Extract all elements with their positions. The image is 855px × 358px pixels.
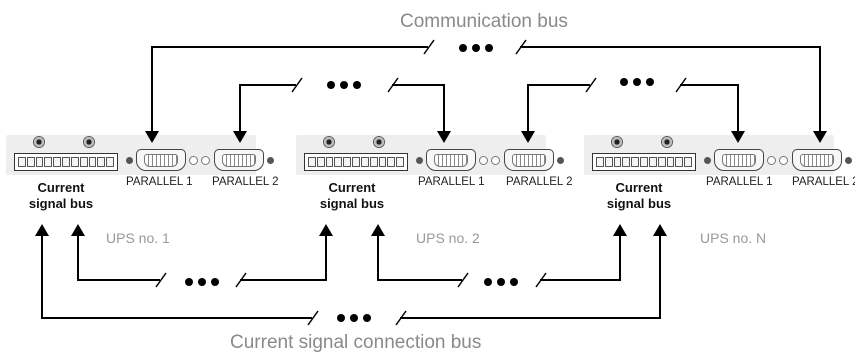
indicator-dot-icon xyxy=(416,157,423,164)
connector-knob-icon xyxy=(33,136,45,148)
parallel-1-port-icon xyxy=(714,149,764,171)
break-slash-icon xyxy=(457,272,469,288)
communication-bus-title: Communication bus xyxy=(400,11,568,32)
ellipsis-icon xyxy=(337,314,371,322)
ups-name-label: UPS no. 1 xyxy=(106,230,170,246)
parallel-2-label: PARALLEL 2 xyxy=(792,176,855,188)
break-slash-icon xyxy=(423,39,435,55)
arrowhead-up-icon xyxy=(653,224,667,236)
ellipsis-icon xyxy=(459,44,493,52)
connector-knob-icon xyxy=(323,136,335,148)
current-signal-connection-line xyxy=(41,233,312,319)
arrowhead-up-icon xyxy=(371,224,385,236)
break-slash-icon xyxy=(675,77,687,93)
ellipsis-icon xyxy=(620,78,654,86)
current-signal-connection-line xyxy=(400,233,661,319)
break-slash-icon xyxy=(291,77,303,93)
current-signal-link-line xyxy=(77,233,160,281)
ellipsis-icon xyxy=(484,278,518,286)
communication-bus-line xyxy=(151,46,428,135)
parallel-1-label: PARALLEL 1 xyxy=(418,176,485,188)
parallel-1-port-icon xyxy=(136,149,186,171)
arrowhead-up-icon xyxy=(35,224,49,236)
current-signal-link-line xyxy=(540,233,621,281)
connector-knob-icon xyxy=(373,136,385,148)
screw-ring-icon xyxy=(189,156,198,165)
terminal-block-icon xyxy=(14,153,118,171)
parallel-1-label: PARALLEL 1 xyxy=(706,176,773,188)
parallel-2-label: PARALLEL 2 xyxy=(212,176,279,188)
screw-ring-icon xyxy=(767,156,776,165)
communication-bus-line xyxy=(520,46,821,135)
indicator-dot-icon xyxy=(126,157,133,164)
current-signal-link-line xyxy=(377,233,462,281)
terminal-block-icon xyxy=(592,153,696,171)
break-slash-icon xyxy=(387,77,399,93)
arrowhead-down-icon xyxy=(521,131,535,143)
connector-knob-icon xyxy=(83,136,95,148)
indicator-dot-icon xyxy=(557,157,564,164)
ellipsis-icon xyxy=(327,81,361,89)
parallel-link-line xyxy=(239,84,296,135)
arrowhead-down-icon xyxy=(731,131,745,143)
break-slash-icon xyxy=(155,272,167,288)
ellipsis-icon xyxy=(185,278,219,286)
ups-name-label: UPS no. 2 xyxy=(416,230,480,246)
terminal-block-icon xyxy=(304,153,408,171)
parallel-1-label: PARALLEL 1 xyxy=(126,176,193,188)
arrowhead-up-icon xyxy=(613,224,627,236)
arrowhead-down-icon xyxy=(813,131,827,143)
parallel-link-line xyxy=(392,84,445,135)
connector-knob-icon xyxy=(611,136,623,148)
connector-knob-icon xyxy=(661,136,673,148)
break-slash-icon xyxy=(585,77,597,93)
break-slash-icon xyxy=(395,310,407,326)
ups-panel-n xyxy=(584,123,852,179)
parallel-2-port-icon xyxy=(792,149,842,171)
break-slash-icon xyxy=(235,272,247,288)
parallel-2-port-icon xyxy=(504,149,554,171)
parallel-link-line xyxy=(680,84,739,135)
arrowhead-up-icon xyxy=(319,224,333,236)
parallel-link-line xyxy=(527,84,590,135)
arrowhead-down-icon xyxy=(437,131,451,143)
current-signal-link-line xyxy=(240,233,327,281)
arrowhead-up-icon xyxy=(71,224,85,236)
arrowhead-down-icon xyxy=(145,131,159,143)
screw-ring-icon xyxy=(491,156,500,165)
indicator-dot-icon xyxy=(267,157,274,164)
break-slash-icon xyxy=(515,39,527,55)
arrowhead-down-icon xyxy=(233,131,247,143)
screw-ring-icon xyxy=(479,156,488,165)
current-signal-connection-bus-title: Current signal connection bus xyxy=(230,332,482,353)
ups-panel-1 xyxy=(6,123,274,179)
ups-name-label: UPS no. N xyxy=(700,230,767,246)
break-slash-icon xyxy=(307,310,319,326)
ups-panel-2 xyxy=(296,123,564,179)
indicator-dot-icon xyxy=(845,157,852,164)
screw-ring-icon xyxy=(779,156,788,165)
indicator-dot-icon xyxy=(704,157,711,164)
parallel-1-port-icon xyxy=(426,149,476,171)
screw-ring-icon xyxy=(201,156,210,165)
break-slash-icon xyxy=(535,272,547,288)
parallel-2-label: PARALLEL 2 xyxy=(506,176,573,188)
parallel-2-port-icon xyxy=(214,149,264,171)
